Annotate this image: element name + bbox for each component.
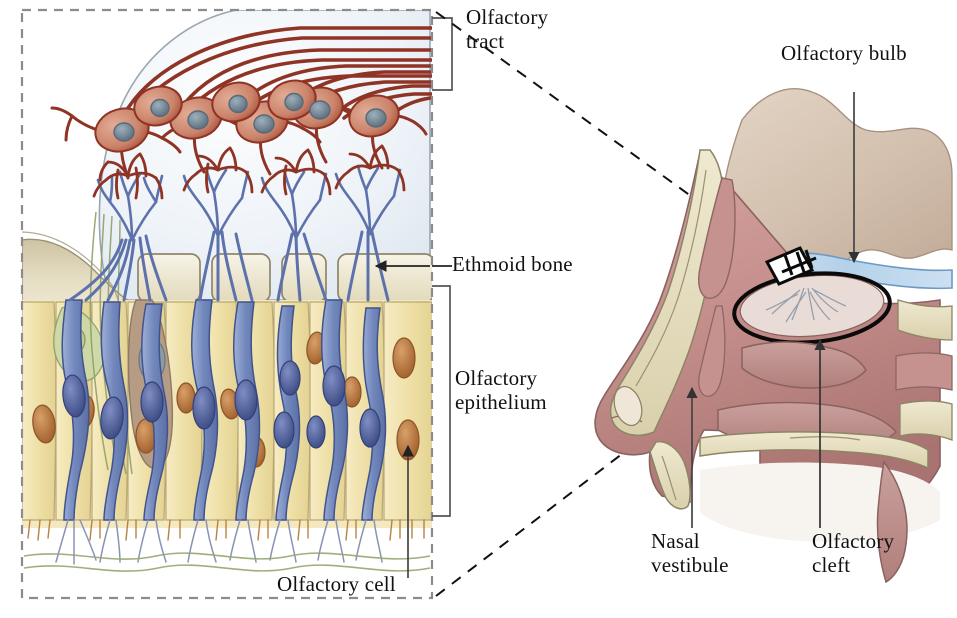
sphenoid-sinus-wall — [897, 299, 953, 341]
bracket-olfactory-epithelium — [432, 285, 451, 517]
middle-turbinate — [741, 341, 867, 389]
mitral-cell-nuclei — [113, 92, 387, 142]
olfactory-neuron-nuclei — [62, 360, 381, 449]
olfactory-nerve-fibers — [765, 287, 847, 323]
alar-cartilage — [613, 385, 643, 427]
columella-inner-line — [661, 455, 677, 501]
palate-inner-line — [789, 436, 861, 441]
label-olfactory-bulb: Olfactory bulb — [781, 41, 907, 65]
label-olfactory-cell: Olfactory cell — [277, 572, 396, 596]
bone-wedge-edge — [22, 231, 119, 301]
label-olfactory-cleft: Olfactory cleft — [812, 529, 895, 577]
cribriform-foramina-lines — [781, 249, 817, 276]
olfactory-cleft-mucosa-patch — [739, 274, 885, 338]
inset-artwork — [22, 10, 432, 598]
frontal-sinus — [698, 177, 736, 299]
mitral-cells — [50, 26, 432, 180]
olfactory-cilia — [55, 519, 383, 565]
microvilli — [27, 519, 425, 541]
sinus-lower-recess — [698, 305, 726, 397]
nasal-vestibule-columella — [649, 440, 691, 510]
label-nasal-vestibule: Nasal vestibule — [651, 529, 729, 577]
label-ethmoid-bone: Ethmoid bone — [452, 252, 573, 276]
soft-palate-uvula — [876, 460, 908, 584]
dorsum-inner-line — [635, 169, 707, 387]
right-panel-sagittal-section — [594, 88, 953, 584]
inset-dashed-border — [20, 8, 434, 600]
sphenoid-sinus — [895, 352, 953, 391]
nasopharynx-wall — [899, 400, 953, 441]
hard-palate — [699, 431, 929, 470]
label-olfactory-epithelium: Olfactory epithelium — [455, 366, 547, 414]
mucus-layer — [23, 552, 431, 572]
bracket-olfactory-tract — [432, 17, 453, 91]
label-olfactory-tract: Olfactory tract — [466, 5, 549, 53]
left-panel-inset — [20, 8, 434, 600]
